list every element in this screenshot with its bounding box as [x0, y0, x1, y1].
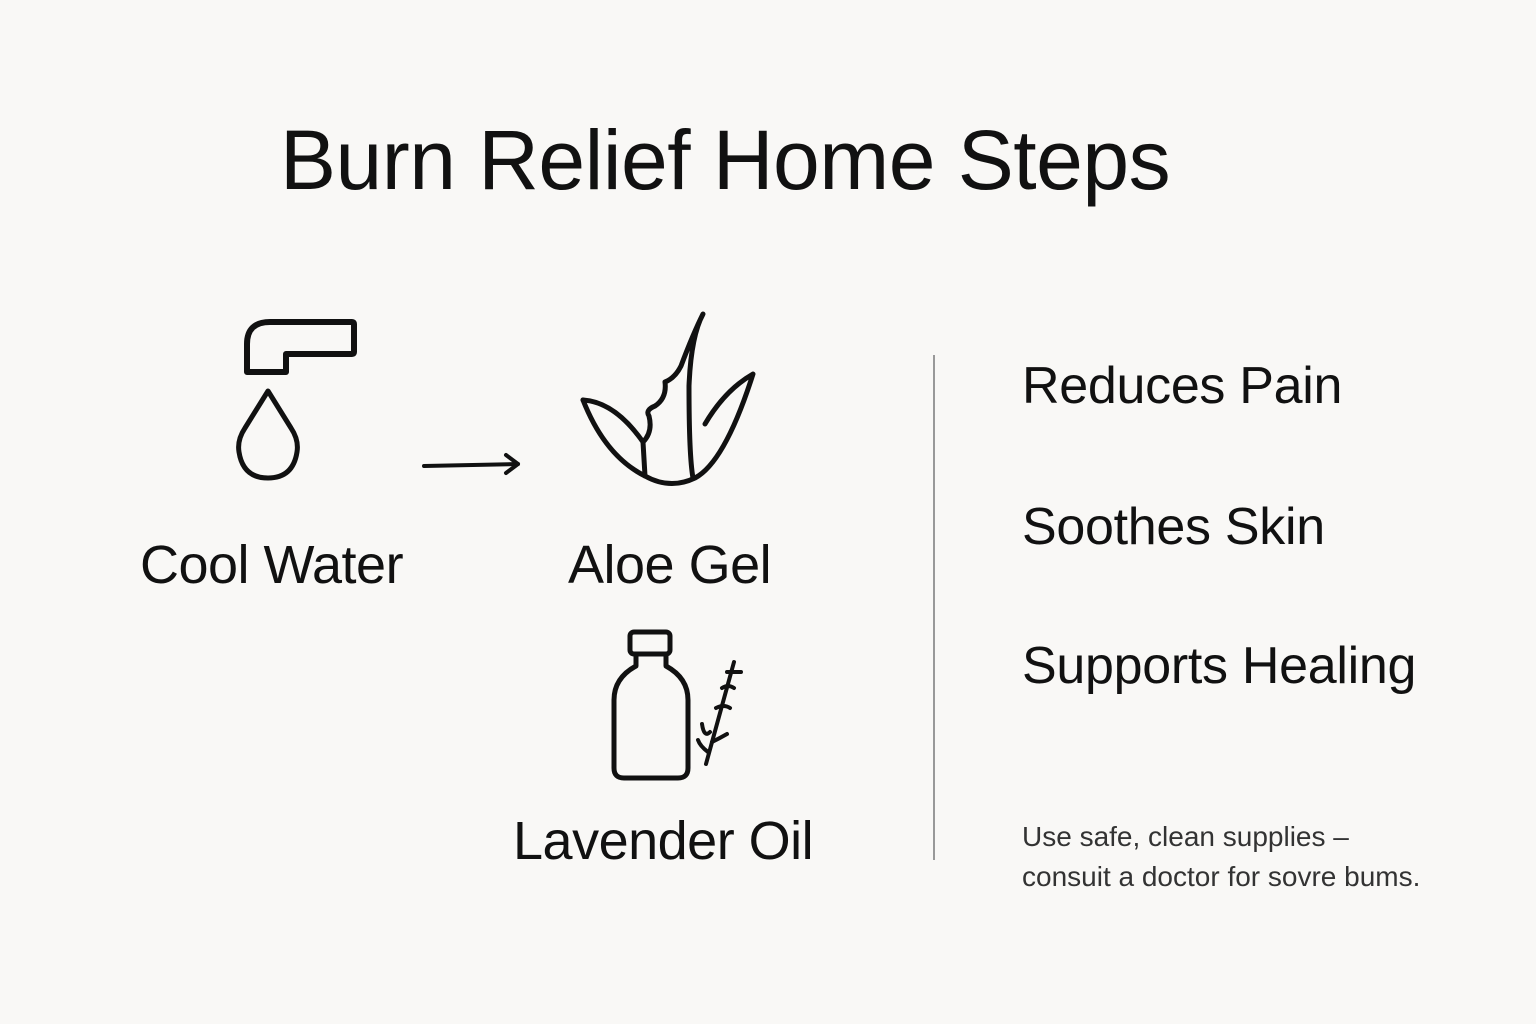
benefit-supports-healing: Supports Healing: [1022, 637, 1417, 695]
aloe-plant-icon: [580, 311, 756, 486]
safety-note-line-1: Use safe, clean supplies –: [1022, 821, 1349, 852]
divider: [933, 355, 935, 860]
safety-note: Use safe, clean supplies – consuit a doc…: [1022, 817, 1502, 897]
faucet-water-drop-icon: [236, 319, 357, 481]
safety-note-line-2: consuit a doctor for sovre bums.: [1022, 861, 1421, 892]
oil-bottle-lavender-icon: [611, 629, 743, 781]
page-title: Burn Relief Home Steps: [280, 113, 1171, 207]
arrow-right-icon: [422, 453, 520, 475]
step-label-lavender-oil: Lavender Oil: [513, 811, 814, 871]
step-label-aloe-gel: Aloe Gel: [568, 535, 772, 595]
benefit-soothes-skin: Soothes Skin: [1022, 498, 1325, 556]
benefit-reduces-pain: Reduces Pain: [1022, 357, 1343, 415]
step-label-cool-water: Cool Water: [140, 535, 404, 595]
